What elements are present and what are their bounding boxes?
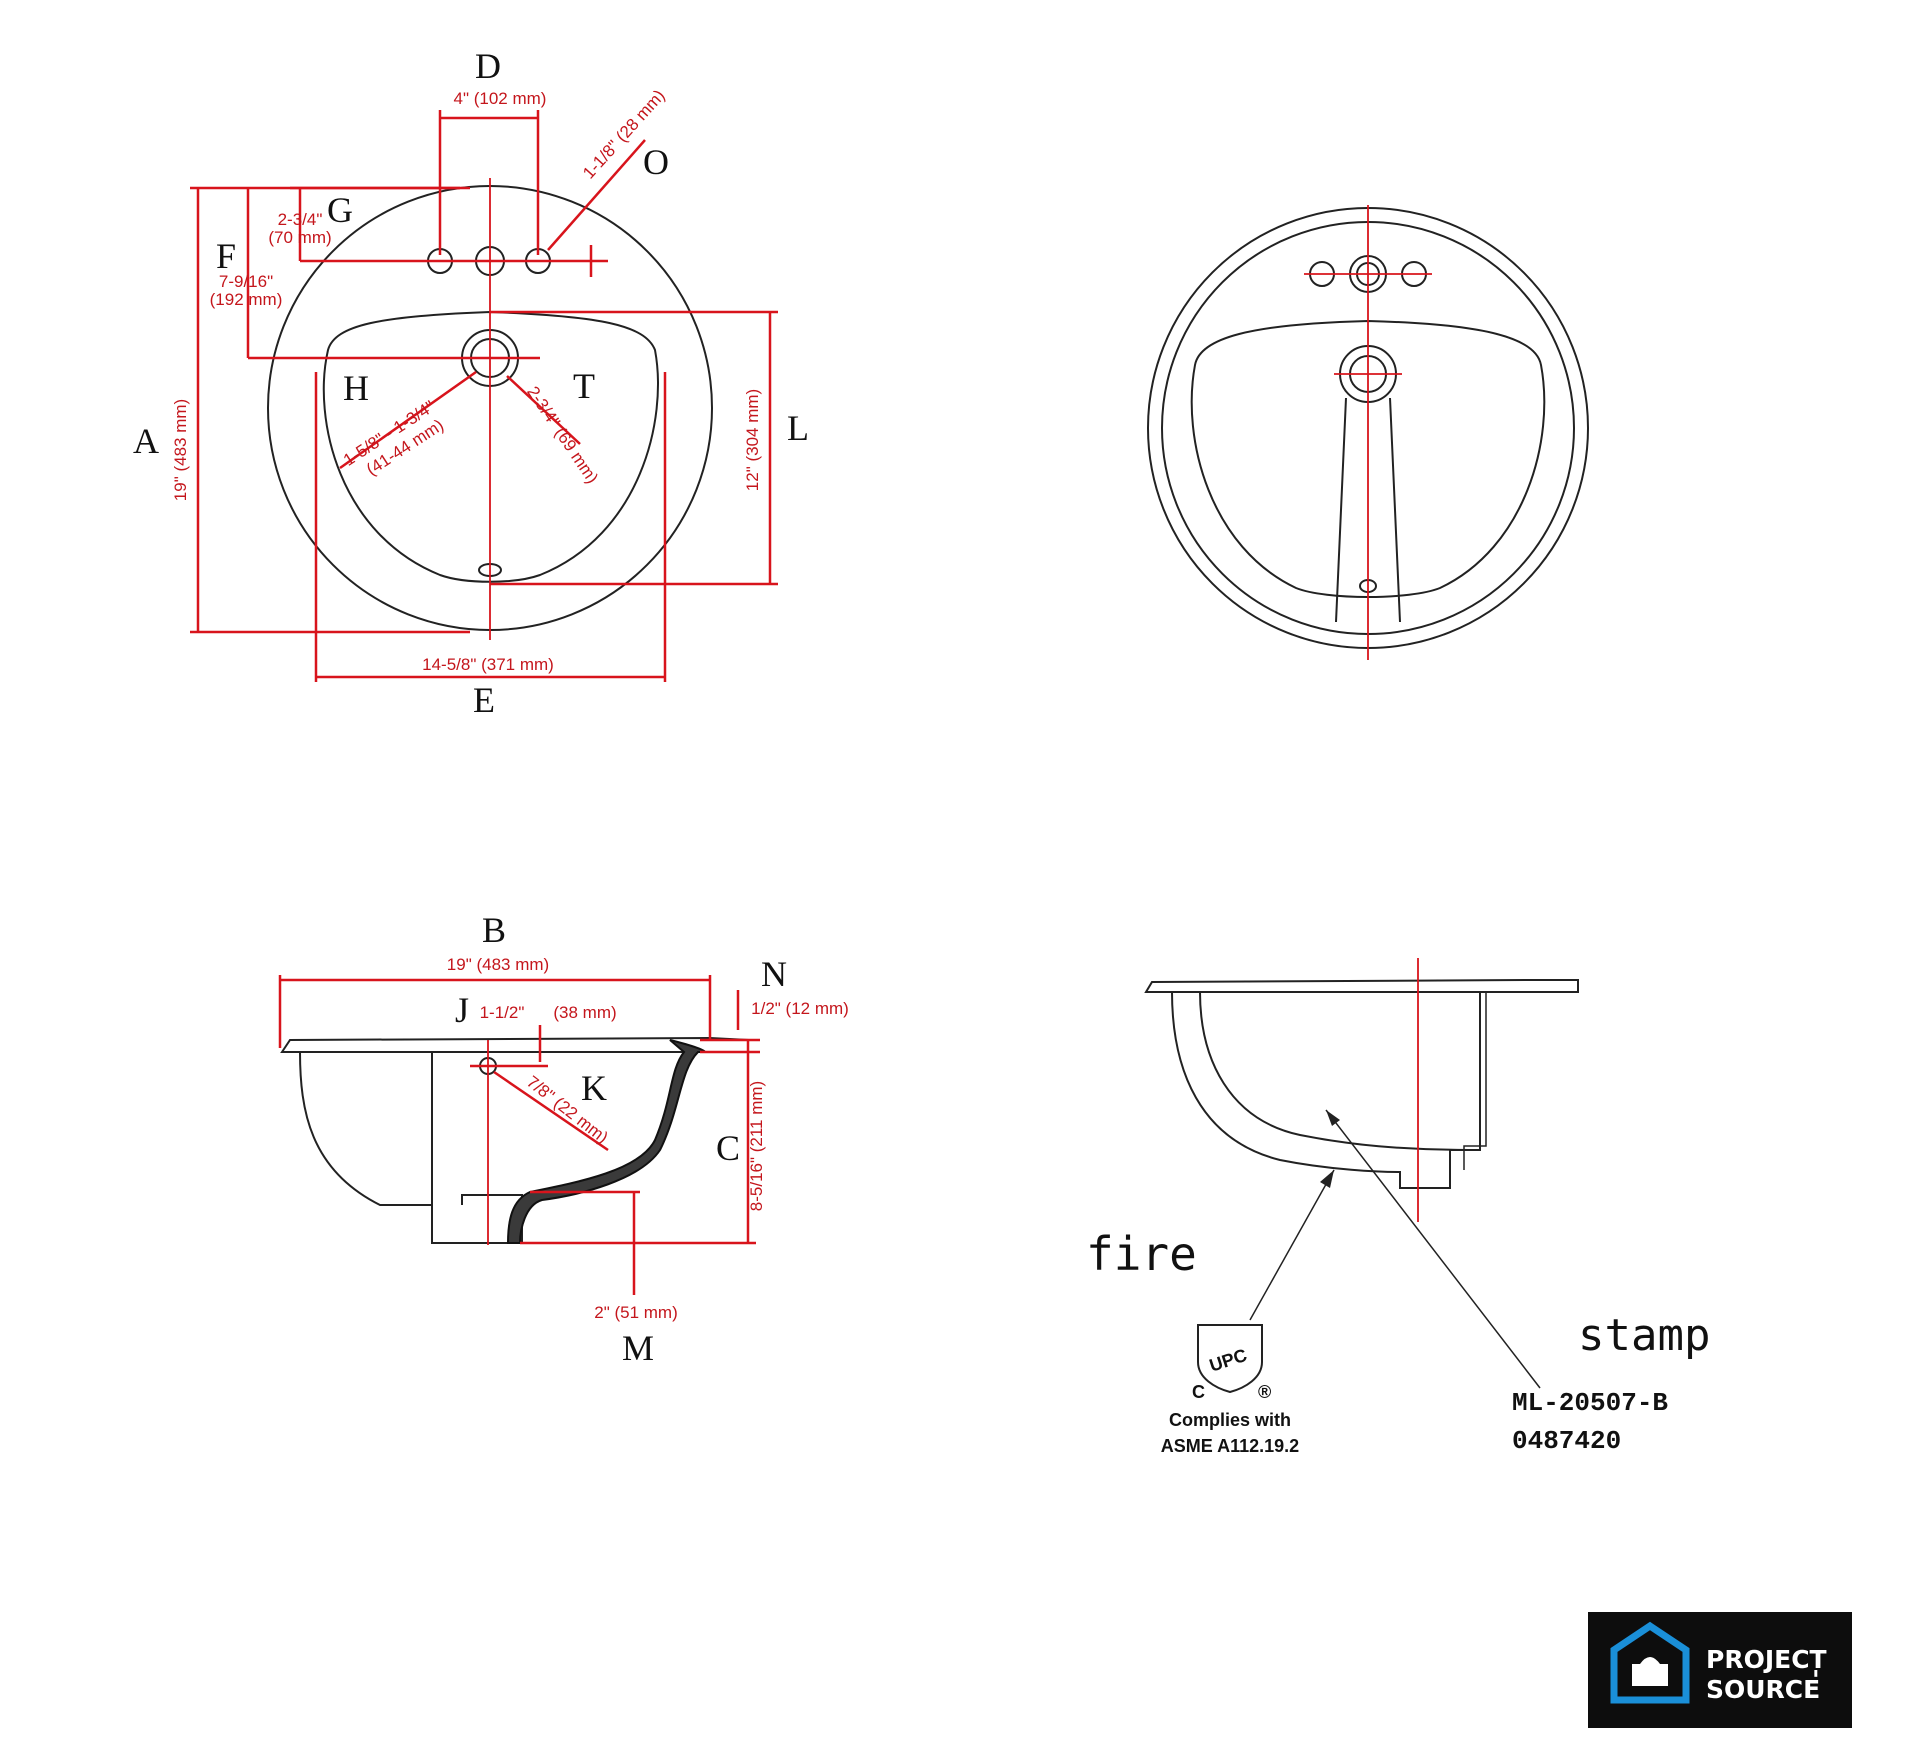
top-view-plain bbox=[1147, 205, 1589, 660]
dim-text-A: 19" (483 mm) bbox=[171, 399, 190, 501]
side-bowl-left bbox=[299, 1051, 433, 1206]
stamp-model-number: ML-20507-B bbox=[1512, 1388, 1668, 1418]
dim-text-G-mm: (70 mm) bbox=[268, 228, 331, 247]
label-O: O bbox=[643, 142, 669, 182]
project-source-logo: PROJECT SOURCE ' bbox=[1588, 1612, 1852, 1728]
label-A: A bbox=[133, 421, 159, 461]
dim-text-F-mm: (192 mm) bbox=[210, 290, 283, 309]
label-B: B bbox=[482, 910, 506, 950]
label-F: F bbox=[216, 236, 236, 276]
label-M: M bbox=[622, 1328, 654, 1368]
arrow-to-stamp bbox=[1325, 1109, 1541, 1389]
marking-bowl-outer bbox=[1171, 991, 1481, 1189]
svg-text:C: C bbox=[1192, 1382, 1205, 1402]
dim-text-J-in: 1-1/2" bbox=[480, 1003, 525, 1022]
marking-deck-rim bbox=[1144, 979, 1579, 993]
compliance-line-1: Complies with bbox=[1169, 1410, 1291, 1430]
brand-line-2: SOURCE bbox=[1706, 1675, 1820, 1704]
brand-line-1: PROJECT bbox=[1706, 1645, 1827, 1674]
sink-bowl-outline bbox=[322, 310, 659, 583]
label-K: K bbox=[581, 1068, 607, 1108]
compliance-line-2: ASME A112.19.2 bbox=[1161, 1436, 1299, 1456]
dim-text-D: 4" (102 mm) bbox=[454, 89, 547, 108]
label-L: L bbox=[787, 408, 809, 448]
top-view-dimensioned: D O G F A H T L E 4" (102 mm) 1-1/8" (28… bbox=[133, 46, 809, 720]
upc-logo-text: UPC bbox=[1207, 1345, 1249, 1376]
arrow-to-fire-mark bbox=[1249, 1169, 1335, 1321]
label-D: D bbox=[475, 46, 501, 86]
leader-O bbox=[547, 139, 646, 251]
plain-bowl-outline bbox=[1190, 319, 1546, 598]
dim-text-B: 19" (483 mm) bbox=[447, 955, 549, 974]
dim-text-C: 8-5/16" (211 mm) bbox=[747, 1081, 766, 1211]
dim-text-N: 1/2" (12 mm) bbox=[751, 999, 849, 1018]
label-G: G bbox=[327, 190, 353, 230]
upc-certification-mark: UPC C ® bbox=[1192, 1324, 1271, 1402]
plain-overflow-channel bbox=[1335, 397, 1401, 623]
marking-bowl-inner bbox=[1199, 991, 1481, 1151]
house-icon bbox=[1610, 1621, 1690, 1704]
dim-text-G-in: 2-3/4" bbox=[278, 210, 323, 229]
label-H: H bbox=[343, 368, 369, 408]
label-C: C bbox=[716, 1128, 740, 1168]
brand-mark: ' bbox=[1812, 1665, 1820, 1694]
dim-text-J-mm: (38 mm) bbox=[553, 1003, 616, 1022]
label-N: N bbox=[761, 954, 787, 994]
label-E: E bbox=[473, 680, 495, 720]
label-T: T bbox=[573, 366, 595, 406]
dim-text-M: 2" (51 mm) bbox=[594, 1303, 678, 1322]
dim-text-F-in: 7-9/16" bbox=[219, 272, 273, 291]
stamp-label: stamp bbox=[1578, 1310, 1710, 1361]
stamp-serial-number: 0487420 bbox=[1512, 1426, 1621, 1456]
leader-K bbox=[493, 1070, 609, 1152]
dim-text-E: 14-5/8" (371 mm) bbox=[422, 655, 554, 674]
fire-label: fire bbox=[1086, 1227, 1197, 1281]
side-view-dimensioned: B N J K C M 19" (483 mm) 1-1/2" (38 mm) … bbox=[278, 910, 849, 1368]
dim-text-L: 12" (304 mm) bbox=[743, 389, 762, 491]
leader-T bbox=[506, 375, 581, 445]
label-J: J bbox=[455, 990, 469, 1030]
leader-H bbox=[339, 370, 477, 470]
svg-text:®: ® bbox=[1258, 1382, 1271, 1402]
side-view-marking: fire stamp UPC C ® Complies with ASME A1… bbox=[1086, 958, 1710, 1456]
